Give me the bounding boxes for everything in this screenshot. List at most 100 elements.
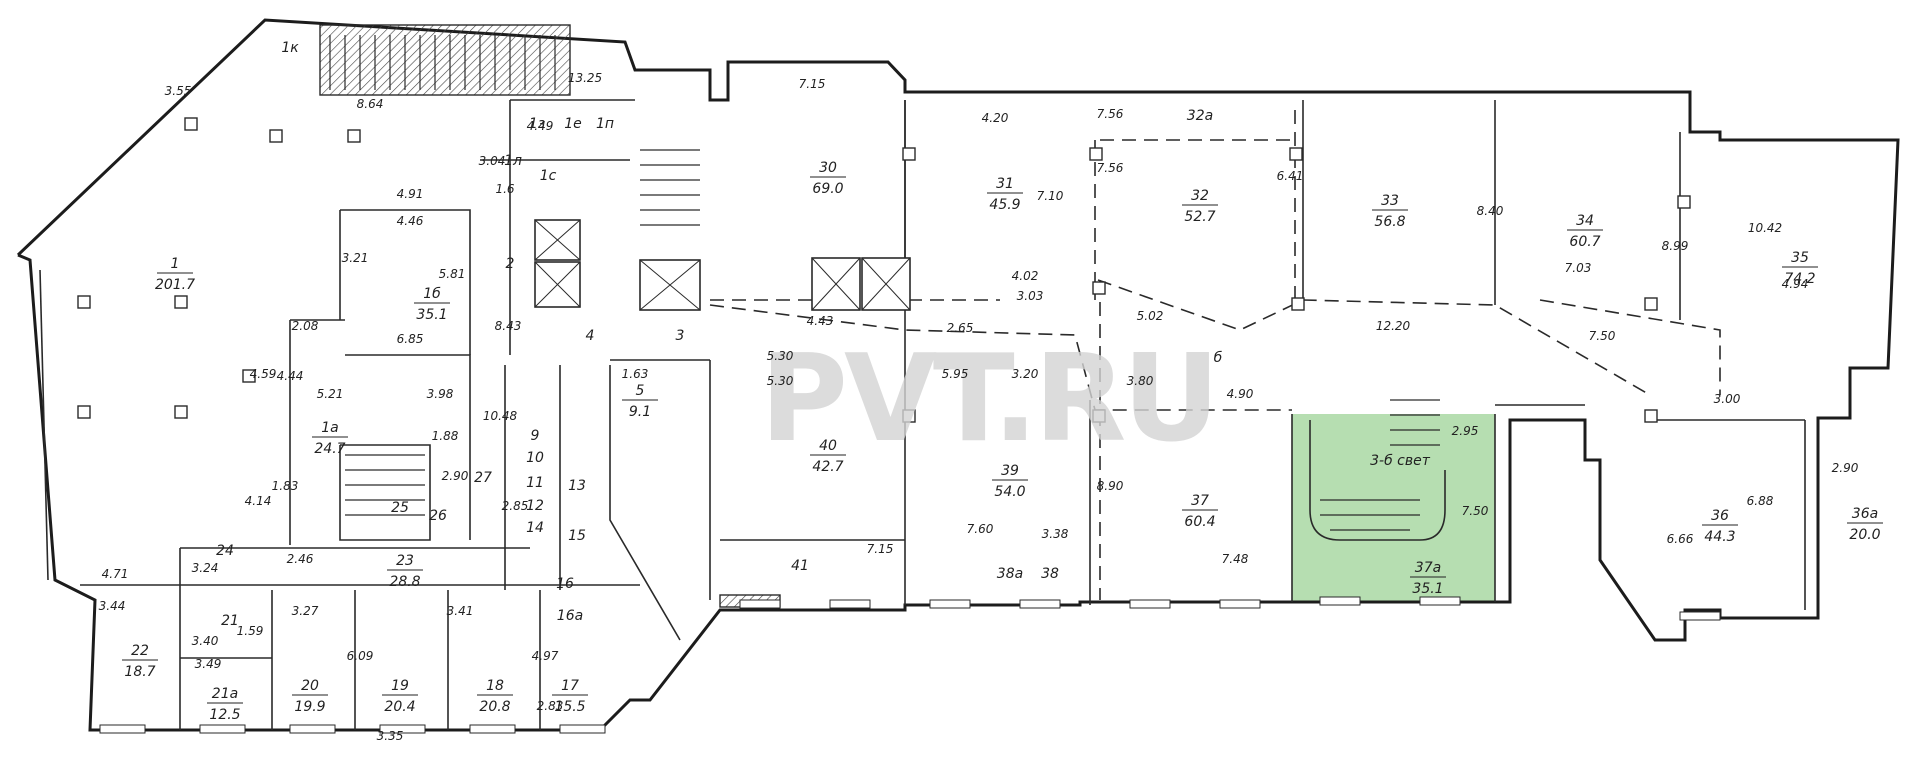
dimension-label: 8.43 [495,319,522,333]
room-number-label: 19 [391,678,409,694]
room-number-label: 39 [1001,463,1019,479]
dimension-label: 8.64 [357,97,384,111]
dimension-label: 4.97 [532,649,559,663]
room-number-label: 5 [636,383,645,399]
dimension-label: 3.55 [165,84,192,98]
dimension-label: 7.15 [799,77,826,91]
room-number-label: 14 [526,520,544,536]
room-number-label: 33 [1381,193,1399,209]
room-number-label: 37a [1415,560,1441,576]
room-number-label: 1б [423,286,441,302]
columns [77,117,1691,423]
stair-west [345,454,425,516]
room-area-label: 18.7 [124,664,155,680]
dimension-label: 6.85 [397,332,424,346]
dimension-label: 4.94 [1782,277,1809,291]
room-number-label: 12 [526,498,544,514]
room-number-label: 1с [540,168,557,184]
room-area-label: 44.3 [1704,529,1735,545]
room-number-label: 31 [996,176,1014,192]
dimension-label: 3.21 [342,251,369,265]
dimension-label: 4.91 [397,187,424,201]
room-area-label: 45.9 [989,197,1020,213]
room-number-label: 11 [526,475,544,491]
dimension-label: 2.85 [502,499,529,513]
room-number-label: 37 [1191,493,1209,509]
room-area-label: 56.8 [1374,214,1405,230]
dimension-label: 1.6 [495,182,514,196]
dimension-label: 3.27 [292,604,319,618]
room-number-label: 24 [216,543,234,559]
dimension-label: 3.38 [1042,527,1069,541]
stair-central [640,149,700,226]
room-labels: 1201.71a24.71б35.123459.1б1715.51820.819… [122,40,1883,723]
room-number-label: 10 [526,450,544,466]
dimension-label: 3.98 [427,387,454,401]
dimension-label: 10.48 [483,409,518,423]
room-area-label: 201.7 [155,277,195,293]
room-number-label: б [1214,350,1223,366]
dimension-label: 2.08 [292,319,319,333]
dimension-label: 12.20 [1376,319,1411,333]
room-number-label: 1 [171,256,180,272]
room-number-label: 25 [391,500,409,516]
dimension-label: 7.15 [867,542,894,556]
room-area-label: 35.1 [1412,581,1443,597]
room-area-label: 60.7 [1569,234,1600,250]
dimension-label: 4.59 [250,367,277,381]
room-number-label: 1з [529,116,545,132]
hatched-wall-north [319,24,571,96]
room-area-label: 35.1 [416,307,447,323]
dimension-label: 7.50 [1462,504,1489,518]
dimension-label: 4.49 [527,119,554,133]
dimension-label: 4.20 [982,111,1009,125]
room-number-label: 18 [486,678,504,694]
room-area-label: 20.4 [384,699,415,715]
dimension-label: 3.04 [479,154,506,168]
room-number-label: 17 [561,678,579,694]
dimension-label: 4.44 [277,369,304,383]
room-area-label: 12.5 [209,707,240,723]
stair-37a-curve [1309,420,1446,541]
dimension-label: 3.24 [192,561,219,575]
dimension-label: 7.03 [1565,261,1592,275]
room-number-label: 26 [429,508,447,524]
dimension-label: 6.41 [1277,169,1304,183]
room-number-label: 36 [1711,508,1729,524]
dimension-label: 4.90 [1227,387,1254,401]
room-number-label: 1л [504,153,522,169]
dimension-label: 3.35 [377,729,404,743]
room-area-label: 52.7 [1184,209,1215,225]
room-area-label: 9.1 [629,404,651,420]
dimension-label: 10.42 [1748,221,1782,235]
room-area-label: 60.4 [1184,514,1215,530]
dimension-label: 3.49 [195,657,222,671]
dimension-label: 7.56 [1097,107,1124,121]
room-area-label: 54.0 [994,484,1025,500]
room-number-label: 1е [564,116,582,132]
dimension-label: 5.81 [439,267,466,281]
dimension-label: 3.00 [1714,392,1741,406]
dimension-label: 4.02 [1012,269,1039,283]
dimension-label: 3.40 [192,634,219,648]
room-area-label: 20.8 [479,699,510,715]
room-number-label: 4 [586,328,595,344]
dimension-label: 6.88 [1747,494,1774,508]
dimension-label: 5.02 [1137,309,1164,323]
room-area-label: 20.0 [1849,527,1880,543]
room-number-label: 3-б свет [1370,453,1431,469]
room-number-label: 21а [212,686,238,702]
dimension-label: 4.46 [397,214,424,228]
room-number-label: 40 [819,438,837,454]
dimension-label: 1.63 [622,367,649,381]
room-number-label: 3 [676,328,685,344]
dimension-label: 6.66 [1667,532,1694,546]
dimension-label: 3.03 [1017,289,1044,303]
room-area-label: 19.9 [294,699,325,715]
room-number-label: 27 [474,470,492,486]
room-number-label: 22 [131,643,149,659]
dimension-label: 6.09 [347,649,374,663]
windows [99,596,1721,734]
dimension-label: 13.25 [568,71,602,85]
